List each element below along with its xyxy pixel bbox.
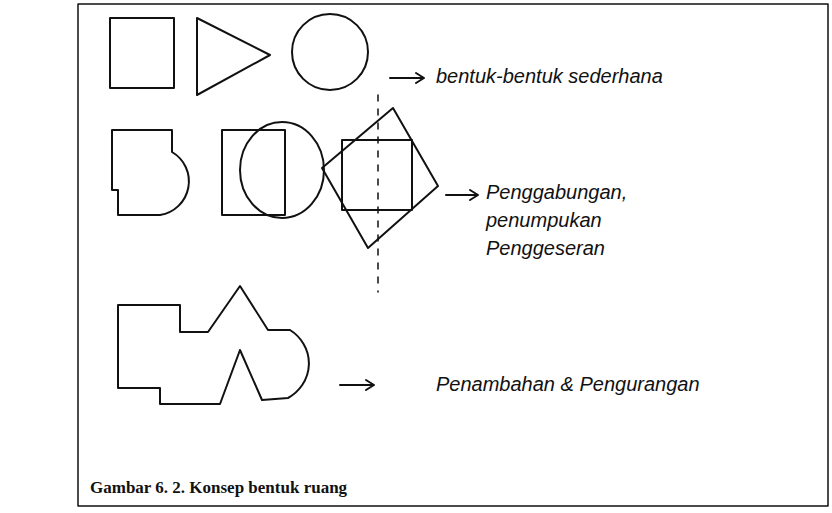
frame <box>78 4 828 506</box>
rotated-square <box>322 108 438 248</box>
circle <box>292 14 368 90</box>
arrow <box>390 73 424 83</box>
merged-shape <box>112 130 189 215</box>
arrow <box>340 380 374 390</box>
figure-caption: Gambar 6. 2. Konsep bentuk ruang <box>90 478 347 498</box>
square <box>342 140 412 210</box>
shape-note: Penggabungan, penumpukan Penggeseran <box>486 178 726 262</box>
ellipse <box>240 122 324 218</box>
triangle <box>197 18 270 95</box>
composed-shape <box>118 286 309 404</box>
arrow <box>446 190 478 200</box>
shape-note: bentuk-bentuk sederhana <box>436 62 663 90</box>
square <box>222 130 285 215</box>
square <box>110 18 174 88</box>
shape-note: Penambahan & Pengurangan <box>436 370 700 398</box>
axis-line <box>377 95 379 292</box>
